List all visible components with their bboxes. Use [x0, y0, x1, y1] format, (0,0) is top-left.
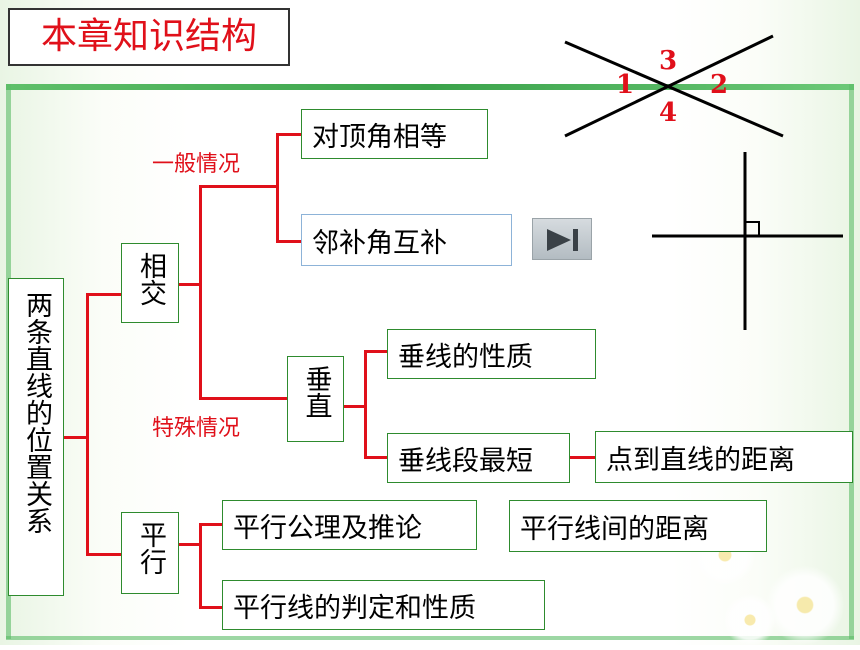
perp-property-box: 垂线的性质 — [387, 329, 596, 379]
root-box: 两条直线的位置关系 — [8, 278, 64, 596]
flower-decoration — [720, 590, 780, 650]
vertical-angles-box: 对顶角相等 — [301, 109, 488, 159]
connector-root — [64, 436, 86, 439]
connector-to-parallel-axiom — [199, 523, 223, 526]
angle-label-2: 2 — [710, 70, 729, 100]
parallel-axiom-box: 平行公理及推论 — [222, 500, 477, 550]
pingxing-box: 平行 — [121, 512, 179, 594]
intersecting-lines-figure — [564, 34, 784, 138]
parallel-distance-text: 平行线间的距离 — [520, 513, 709, 545]
perp-shortest-box: 垂线段最短 — [387, 433, 570, 483]
xiangjiao-text: 相交 — [135, 252, 166, 306]
connector-pingxing-out — [179, 543, 201, 546]
connector-general-vertical — [276, 133, 279, 242]
play-next-icon — [547, 229, 578, 251]
chuizhi-box: 垂直 — [287, 356, 344, 442]
supplementary-box: 邻补角互补 — [301, 214, 512, 266]
xiangjiao-box: 相交 — [121, 243, 179, 323]
parallel-axiom-text: 平行公理及推论 — [233, 512, 422, 544]
connector-to-pingxing — [86, 553, 122, 556]
connector-to-supplementary — [276, 240, 302, 243]
connector-to-parallel-judgement — [199, 606, 223, 609]
chuizhi-text: 垂直 — [300, 365, 332, 419]
perp-shortest-text: 垂线段最短 — [398, 445, 533, 477]
connector-to-perp-shortest — [364, 456, 388, 459]
next-button[interactable] — [532, 218, 592, 260]
supplementary-text: 邻补角互补 — [312, 227, 447, 259]
label-general: 一般情况 — [152, 152, 241, 177]
top-frame-bar — [6, 84, 854, 90]
pingxing-text: 平行 — [135, 521, 166, 575]
right-frame-bar — [849, 84, 854, 639]
point-line-distance-box: 点到直线的距离 — [595, 431, 853, 483]
connector-to-general — [199, 185, 278, 188]
parallel-judgement-box: 平行线的判定和性质 — [222, 580, 545, 630]
connector-pingxing-vertical — [199, 523, 202, 609]
perpendicular-lines-figure — [652, 152, 843, 330]
angle-label-1: 1 — [616, 70, 635, 100]
perp-property-text: 垂线的性质 — [398, 341, 533, 373]
connector-xiangjiao-vertical — [199, 185, 202, 400]
label-special: 特殊情况 — [152, 416, 241, 441]
connector-to-perp-property — [364, 350, 388, 353]
bottom-frame-bar — [6, 636, 854, 640]
connector-root-vertical — [86, 293, 89, 556]
connector-xiangjiao-out — [179, 283, 201, 286]
parallel-distance-box: 平行线间的距离 — [509, 500, 767, 552]
connector-to-xiangjiao — [86, 293, 122, 296]
connector-chuizhi-vertical — [364, 350, 367, 459]
vertical-angles-text: 对顶角相等 — [312, 121, 447, 153]
connector-to-chuizhi — [199, 397, 287, 400]
page-title: 本章知识结构 — [8, 8, 290, 66]
angle-label-4: 4 — [659, 98, 678, 128]
point-line-distance-text: 点到直线的距离 — [606, 444, 795, 476]
parallel-judgement-text: 平行线的判定和性质 — [233, 592, 476, 624]
connector-to-vertical-angles — [276, 133, 302, 136]
connector-to-distance — [570, 456, 596, 459]
angle-label-3: 3 — [659, 46, 678, 76]
connector-chuizhi-out — [344, 405, 366, 408]
root-text: 两条直线的位置关系 — [21, 291, 52, 534]
